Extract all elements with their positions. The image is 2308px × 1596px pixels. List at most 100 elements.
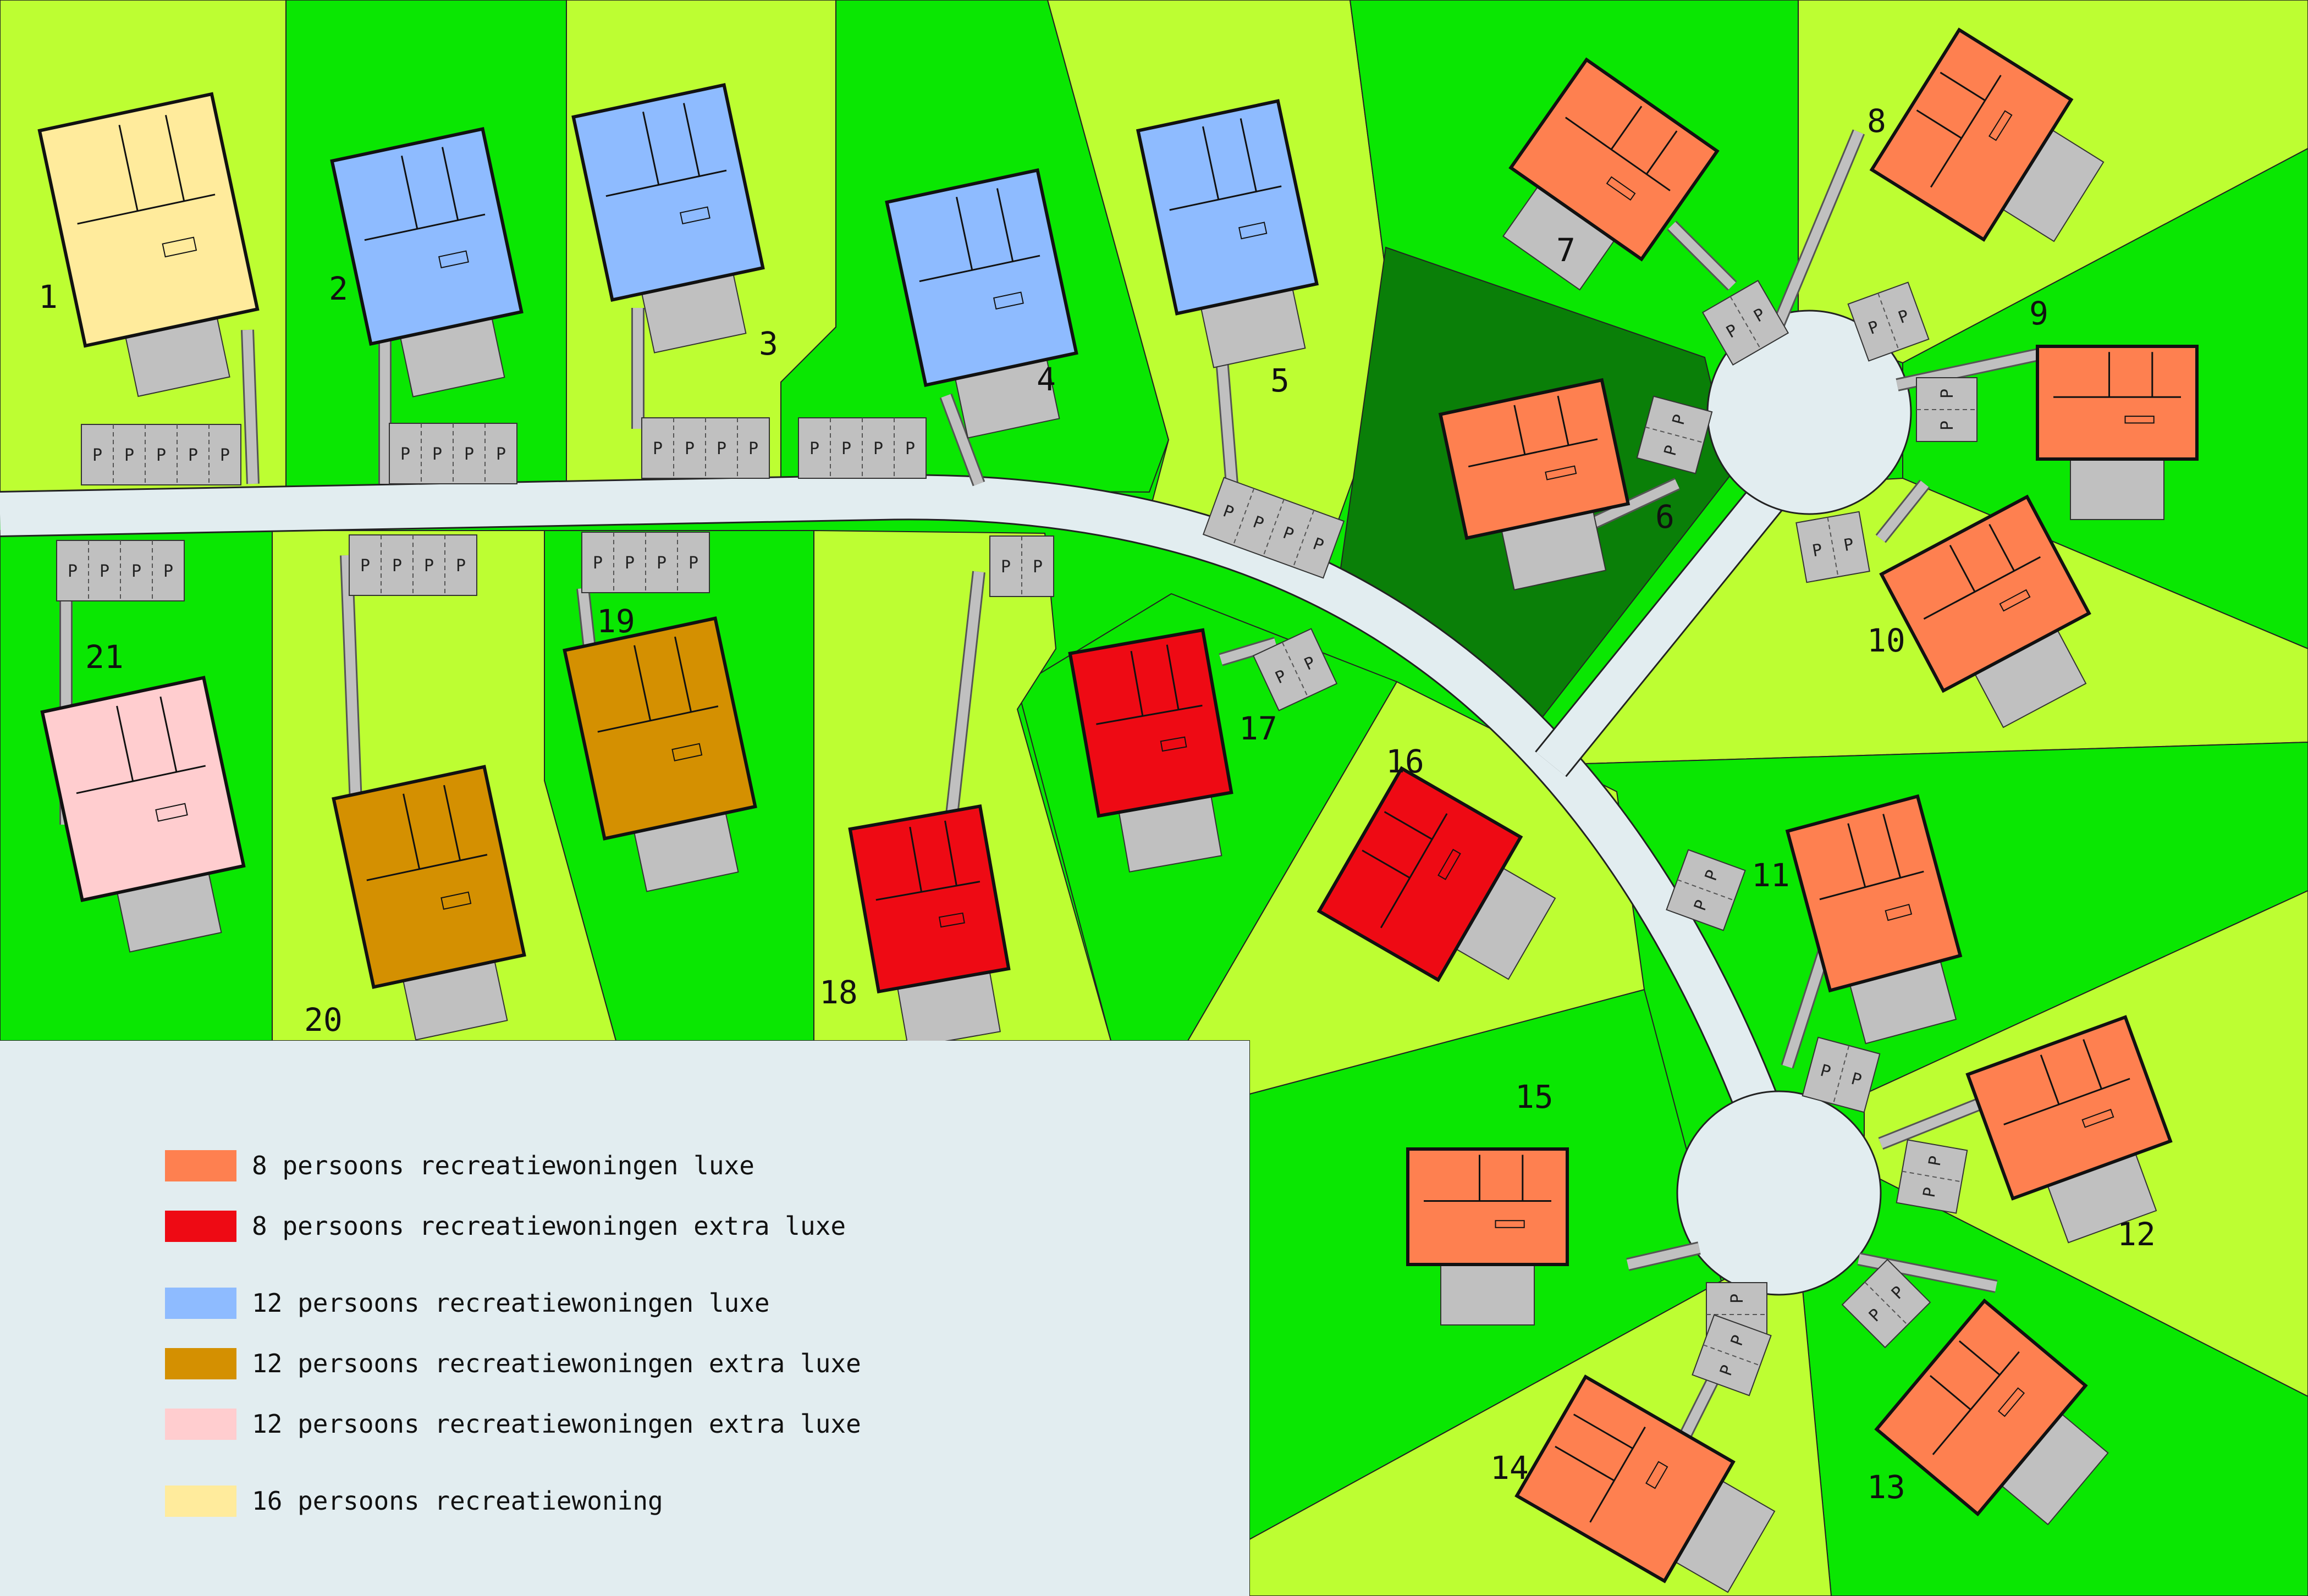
house-4 xyxy=(885,168,1078,439)
parking-space-label: P xyxy=(163,562,173,581)
interior-wall xyxy=(1169,185,1282,211)
furniture xyxy=(1645,1461,1668,1489)
parking-space-label: P xyxy=(188,446,198,465)
lot-number-6: 6 xyxy=(1655,498,1674,535)
parking-space-label: P xyxy=(432,445,442,464)
lot-number-2: 2 xyxy=(329,270,348,307)
house-20 xyxy=(332,765,526,1041)
house-footprint xyxy=(1406,1147,1569,1266)
house-footprint xyxy=(40,676,246,902)
terrace xyxy=(1440,1264,1535,1326)
interior-wall xyxy=(1557,395,1569,446)
parking-divider xyxy=(1729,296,1761,350)
parking-surface xyxy=(1802,1036,1881,1113)
parking-space-label: P xyxy=(360,556,370,576)
interior-wall xyxy=(605,169,727,197)
house-21 xyxy=(40,676,246,953)
parking-space-label: P xyxy=(653,439,663,459)
furniture xyxy=(671,743,703,761)
parking-lot: PP xyxy=(1666,849,1746,931)
parking-space-label: P xyxy=(92,446,102,465)
parking-space-label: P xyxy=(657,554,666,573)
interior-wall xyxy=(1513,405,1526,455)
house-5 xyxy=(1136,99,1319,368)
interior-wall xyxy=(1202,126,1220,200)
parking-divider xyxy=(1864,1282,1908,1326)
house-footprint xyxy=(563,616,757,841)
interior-wall xyxy=(1565,117,1671,191)
interior-wall xyxy=(1916,109,1962,139)
furniture xyxy=(1545,465,1577,481)
parking-space-label: P xyxy=(496,445,506,464)
house-17 xyxy=(1068,628,1233,872)
furniture xyxy=(162,236,197,258)
furniture xyxy=(1606,176,1636,201)
furniture xyxy=(1988,110,2013,141)
interior-wall xyxy=(1589,1426,1646,1523)
interior-wall xyxy=(1930,1375,1971,1411)
interior-wall xyxy=(1573,1413,1633,1449)
legend-item: 16 persoons recreatiewoning xyxy=(165,1484,663,1517)
parking-lot: PP xyxy=(1841,1258,1931,1349)
legend-item: 12 persoons recreatiewoningen luxe xyxy=(165,1286,770,1319)
parking-space-label: P xyxy=(1842,535,1855,556)
interior-wall xyxy=(1940,71,1986,101)
legend-item: 12 persoons recreatiewoningen extra luxe xyxy=(165,1407,861,1440)
interior-wall xyxy=(1362,849,1411,879)
parking-divider xyxy=(1877,292,1899,351)
lot-number-8: 8 xyxy=(1867,102,1886,140)
interior-wall xyxy=(1847,823,1866,888)
lot-number-12: 12 xyxy=(2117,1216,2156,1253)
house-13 xyxy=(1874,1298,2109,1526)
legend-swatch xyxy=(165,1408,236,1440)
parking-divider xyxy=(1902,1170,1962,1183)
interior-wall xyxy=(875,881,981,901)
lot-number-7: 7 xyxy=(1556,231,1576,269)
house-15 xyxy=(1406,1147,1569,1326)
interior-wall xyxy=(1166,644,1180,710)
interior-wall xyxy=(401,155,418,229)
house-footprint xyxy=(1438,378,1631,540)
interior-wall xyxy=(597,705,719,733)
parking-space-label: P xyxy=(1728,1294,1747,1304)
interior-wall xyxy=(674,636,692,713)
interior-wall xyxy=(1949,544,1976,593)
furniture xyxy=(938,912,965,928)
interior-wall xyxy=(1096,704,1203,725)
interior-wall xyxy=(642,111,660,185)
parking-lot: PP xyxy=(1847,281,1930,362)
legend-label: 12 persoons recreatiewoningen extra luxe xyxy=(252,1349,861,1378)
furniture xyxy=(1437,848,1461,880)
interior-wall xyxy=(77,194,216,225)
interior-wall xyxy=(956,196,973,270)
interior-wall xyxy=(1130,650,1144,716)
legend-label: 12 persoons recreatiewoningen luxe xyxy=(252,1288,770,1318)
parking-lot: PP xyxy=(1916,377,1978,442)
interior-wall xyxy=(159,696,178,772)
furniture xyxy=(1160,736,1187,752)
house-footprint xyxy=(330,127,524,346)
parking-space-label: P xyxy=(1925,1155,1946,1168)
furniture xyxy=(1495,1220,1525,1228)
house-footprint xyxy=(2036,345,2199,461)
parking-lot: PP xyxy=(1896,1139,1968,1214)
parking-space-label: P xyxy=(1920,1186,1941,1199)
legend-swatch xyxy=(165,1150,236,1181)
house-footprint xyxy=(848,804,1011,994)
interior-wall xyxy=(1958,1340,2001,1376)
interior-wall xyxy=(1645,130,1678,175)
interior-wall xyxy=(1610,106,1643,150)
footpath-fill xyxy=(1593,479,1679,527)
parking-divider xyxy=(1292,510,1315,567)
house-7 xyxy=(1502,57,1720,291)
lot-number-19: 19 xyxy=(597,603,635,640)
house-footprint xyxy=(37,92,260,348)
parking-space-label: P xyxy=(1001,557,1011,577)
